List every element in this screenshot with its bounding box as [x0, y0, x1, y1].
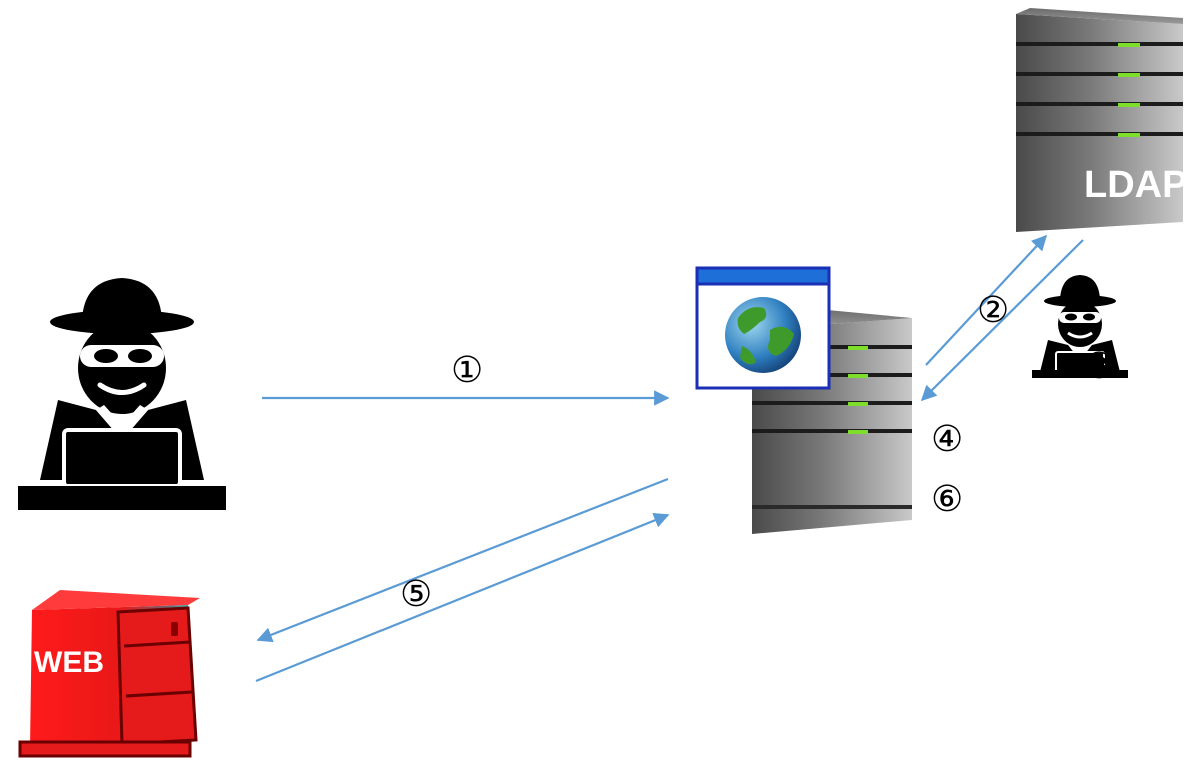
- web-label: WEB: [34, 646, 104, 679]
- arrow-to-web: [256, 477, 669, 643]
- browser-globe-icon: [725, 297, 801, 373]
- step-3-label: ③: [1083, 346, 1115, 387]
- attacker-large: [18, 278, 226, 510]
- step-6-label: ⑥: [931, 479, 963, 520]
- step-2-label: ②: [977, 290, 1009, 331]
- browser-window: [695, 266, 831, 390]
- server-icon: [18, 590, 200, 758]
- hacker-icon: [18, 278, 226, 510]
- server-icon: [1016, 8, 1183, 232]
- web-server: WEB: [18, 590, 200, 758]
- arrow-to-ldap: [925, 234, 1048, 366]
- hacker-icon: [1032, 275, 1128, 378]
- step-4-label: ④: [931, 419, 963, 460]
- step-1-label: ①: [451, 350, 483, 391]
- attacker-small: [1032, 275, 1128, 378]
- step-5-label: ⑤: [400, 574, 432, 615]
- ldap-server: LDAP: [1016, 8, 1187, 232]
- ldap-label: LDAP: [1084, 164, 1187, 206]
- arrows: [255, 234, 1084, 683]
- arrow-from-web: [255, 513, 670, 683]
- arrow-from-ldap: [920, 239, 1084, 402]
